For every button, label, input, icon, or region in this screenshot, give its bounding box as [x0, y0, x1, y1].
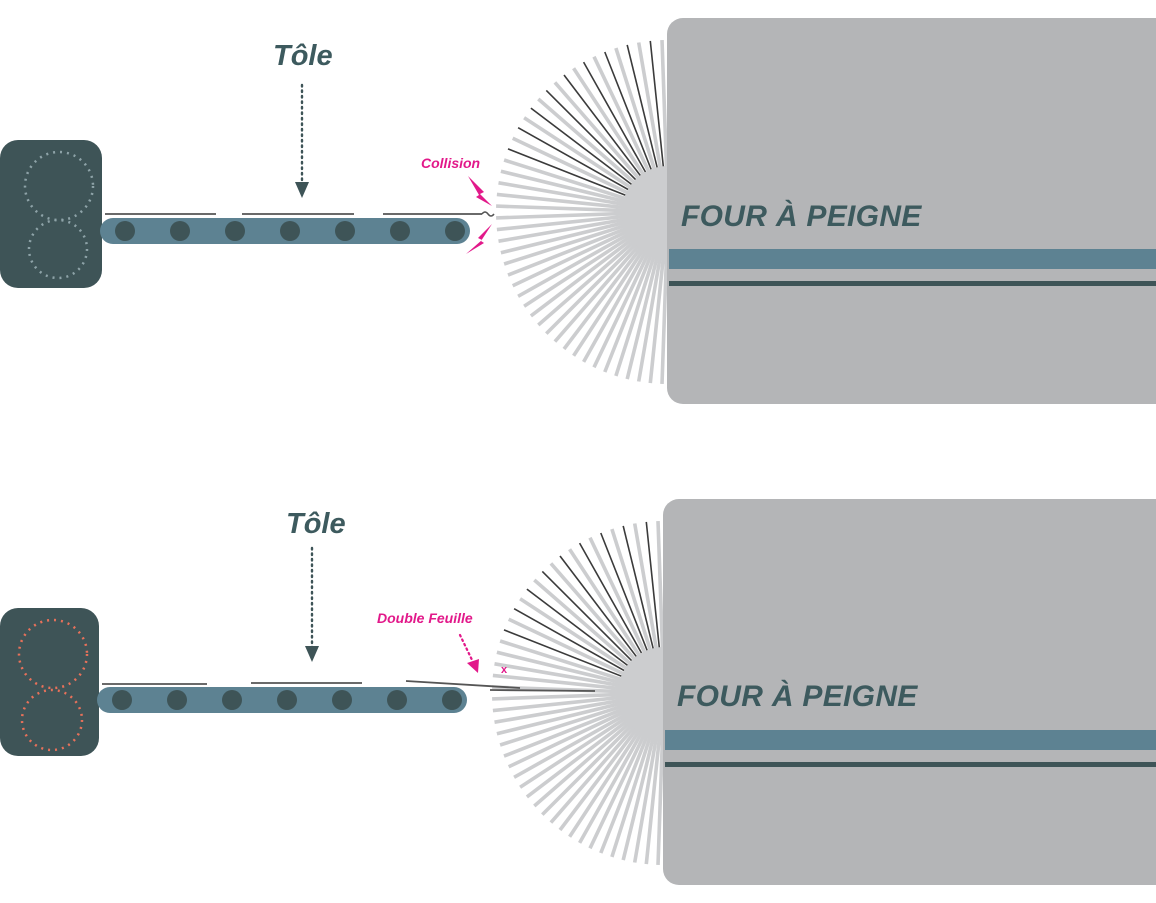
roller: [277, 690, 297, 710]
sheet: [405, 680, 521, 689]
oven-rail-line: [665, 762, 1156, 767]
arrow-head-icon: [467, 659, 479, 673]
roller: [332, 690, 352, 710]
roller: [280, 221, 300, 241]
loader-machine: [0, 140, 102, 288]
oven-rail-line: [669, 281, 1156, 286]
roller: [390, 221, 410, 241]
lightning-bolt-icon: [466, 224, 492, 254]
roller: [335, 221, 355, 241]
sensor-ring-top: [17, 618, 89, 690]
conveyor-rollers: [112, 690, 462, 710]
sheet-label: Tôle: [273, 40, 333, 72]
oven-title: FOUR À PEIGNE: [677, 680, 918, 713]
metal-sheets: [102, 680, 596, 692]
diagram-double-sheet: [0, 499, 1156, 885]
sheet: [489, 689, 596, 692]
arrow-head-icon: [305, 646, 319, 662]
collision-label: Collision: [421, 155, 481, 171]
roller: [445, 221, 465, 241]
diagram-collision: [0, 18, 1156, 404]
roller: [115, 221, 135, 241]
sheet-label: Tôle: [286, 508, 346, 540]
oven-body: [667, 18, 1156, 404]
dotted-arrow-icon: [458, 633, 475, 664]
sensor-ring-bottom: [27, 218, 89, 280]
crumpled-sheet: [481, 211, 495, 217]
conveyor-rollers: [115, 221, 465, 241]
panel-collision: Tôle Collision FOUR À PEIGNE: [0, 0, 1156, 430]
oven-conveyor-band: [669, 249, 1156, 269]
roller: [170, 221, 190, 241]
roller: [387, 690, 407, 710]
arrow-head-icon: [295, 182, 309, 198]
roller: [222, 690, 242, 710]
roller: [167, 690, 187, 710]
oven-title: FOUR À PEIGNE: [681, 200, 922, 233]
panel-double-sheet: Tôle Double Feuille x FOUR À PEIGNE: [0, 430, 1156, 903]
double-sheet-label: Double Feuille: [377, 610, 473, 626]
sensor-ring-top: [23, 150, 95, 222]
roller: [225, 221, 245, 241]
lightning-bolt-icon: [468, 176, 492, 206]
oven-body: [663, 499, 1156, 885]
loader-machine: [0, 608, 99, 756]
roller: [442, 690, 462, 710]
roller: [112, 690, 132, 710]
oven-conveyor-band: [665, 730, 1156, 750]
sensor-ring-bottom: [20, 688, 84, 752]
double-sheet-marker: x: [501, 664, 508, 676]
